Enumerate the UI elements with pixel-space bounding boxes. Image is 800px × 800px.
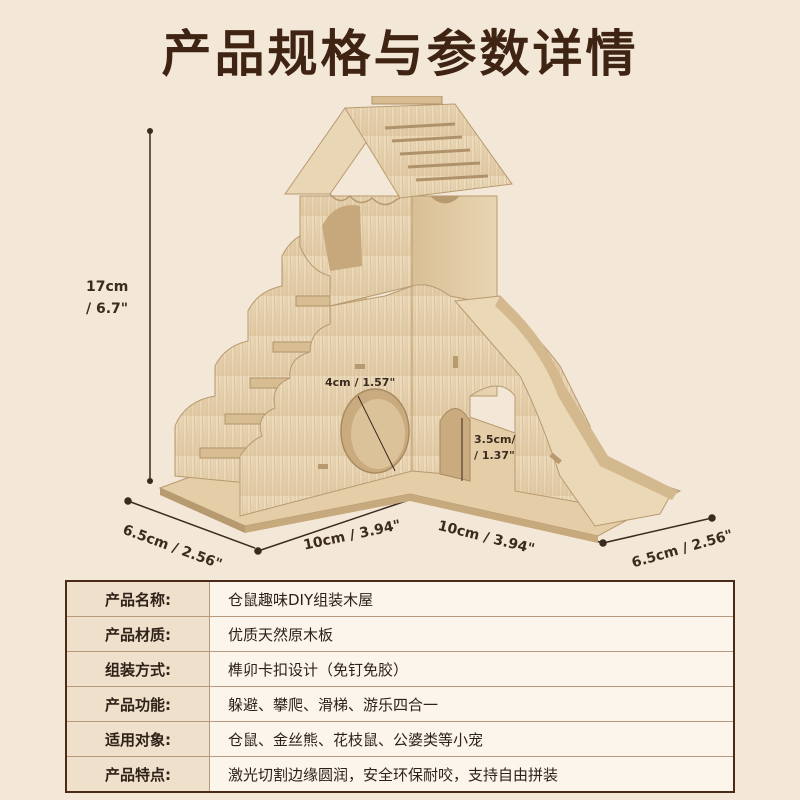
table-row: 产品名称: 仓鼠趣味DIY组装木屋 (65, 580, 735, 617)
table-row: 产品特点: 激光切割边缘圆润，安全环保耐咬，支持自由拼装 (65, 756, 735, 793)
height-label: 17cm / 6.7" (86, 276, 128, 320)
spec-key: 产品功能: (65, 686, 210, 722)
spec-key: 产品特点: (65, 756, 210, 793)
height-label-cm: 17cm (86, 279, 129, 295)
table-row: 产品材质: 优质天然原木板 (65, 616, 735, 652)
spec-value: 仓鼠趣味DIY组装木屋 (209, 580, 735, 617)
hole-small-label: 3.5cm/ / 1.37" (474, 432, 516, 464)
page-title: 产品规格与参数详情 (161, 25, 639, 83)
spec-table: 产品名称: 仓鼠趣味DIY组装木屋 产品材质: 优质天然原木板 组装方式: 榫卯… (65, 580, 735, 793)
panel-slots (318, 356, 562, 469)
table-row: 产品功能: 躲避、攀爬、滑梯、游乐四合一 (65, 686, 735, 722)
spec-key: 适用对象: (65, 721, 210, 757)
hole-small-label-cm: 3.5cm/ (474, 433, 516, 446)
table-row: 组装方式: 榫卯卡扣设计（免钉免胶） (65, 651, 735, 687)
spec-value: 榫卯卡扣设计（免钉免胶） (209, 651, 735, 687)
arch-doorway (439, 408, 471, 482)
height-dimension-line (147, 128, 153, 484)
roof-slats (384, 122, 489, 182)
spec-key: 组装方式: (65, 651, 210, 687)
spec-key: 产品名称: (65, 580, 210, 617)
spec-value: 躲避、攀爬、滑梯、游乐四合一 (209, 686, 735, 722)
hole-small-label-inch: / 1.37" (474, 449, 515, 462)
spec-value: 仓鼠、金丝熊、花枝鼠、公婆类等小宠 (209, 721, 735, 757)
height-label-inch: / 6.7" (86, 301, 129, 317)
spec-key: 产品材质: (65, 616, 210, 652)
hole-large-label: 4cm / 1.57" (325, 376, 396, 389)
spec-value: 激光切割边缘圆润，安全环保耐咬，支持自由拼装 (209, 756, 735, 793)
spec-value: 优质天然原木板 (209, 616, 735, 652)
table-row: 适用对象: 仓鼠、金丝熊、花枝鼠、公婆类等小宠 (65, 721, 735, 757)
wooden-house-illustration (124, 96, 716, 555)
